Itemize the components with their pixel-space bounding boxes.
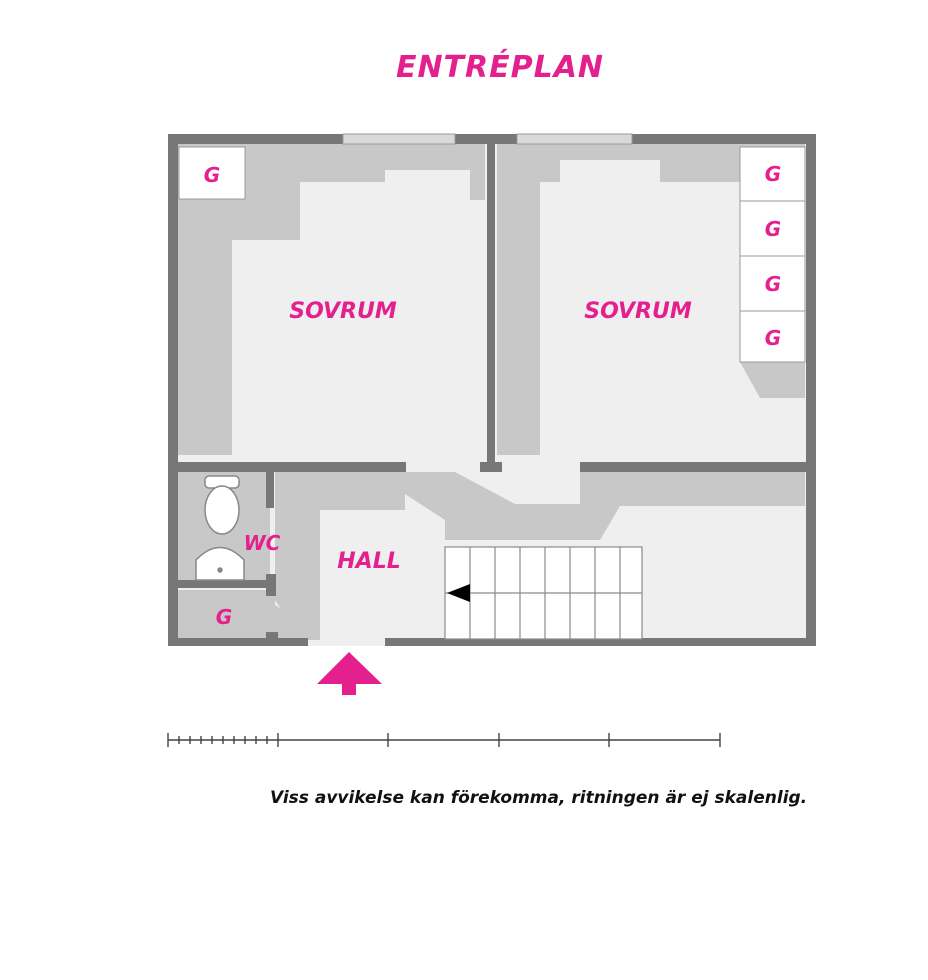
- closet-label: G: [765, 272, 781, 296]
- closet-label: G: [765, 162, 781, 186]
- room-label-bedroom-left: SOVRUM: [289, 299, 397, 324]
- room-label-hall: HALL: [337, 549, 400, 574]
- closet-label: G: [765, 217, 781, 241]
- stair-direction-arrow: [447, 584, 470, 602]
- toilet-icon: [204, 475, 240, 535]
- closet-label: G: [216, 605, 232, 629]
- closet-stack: [739, 146, 806, 363]
- room-label-wc: WC: [244, 531, 281, 555]
- sink-icon: [195, 546, 245, 581]
- closet-box: [178, 146, 246, 200]
- room-label-bedroom-right: SOVRUM: [584, 299, 692, 324]
- staircase: [444, 546, 643, 640]
- closet-label: G: [765, 326, 781, 350]
- closet-label: G: [204, 163, 220, 187]
- windows: [342, 133, 633, 145]
- walls: [168, 134, 816, 646]
- entrance-arrow-icon: [317, 652, 382, 695]
- scale-bar: [167, 733, 721, 747]
- disclaimer: Viss avvikelse kan förekomma, ritningen …: [270, 788, 808, 808]
- plan-title: ENTRÉPLAN: [395, 50, 605, 85]
